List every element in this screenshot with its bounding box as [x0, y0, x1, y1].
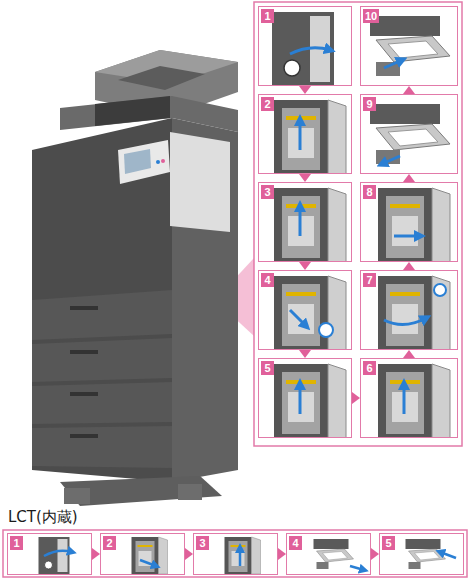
printer-illustration	[32, 50, 254, 506]
step-number: 3	[196, 536, 209, 550]
step-box: 3	[258, 182, 352, 262]
step-arrow	[403, 174, 415, 182]
step-box: 2	[100, 533, 185, 575]
step-box: 8	[360, 182, 458, 262]
step-arrow	[299, 86, 311, 94]
step-illustrations	[272, 12, 450, 438]
step-number: 7	[363, 273, 376, 287]
step-arrow	[299, 174, 311, 182]
step-number: 9	[363, 97, 376, 111]
step-arrow	[278, 548, 286, 560]
step-number: 4	[289, 536, 302, 550]
group-panel: LCT(内蔵) 1 2 3 4 5	[0, 508, 470, 580]
step-box: 10	[360, 6, 458, 86]
lct-illustrations	[39, 537, 457, 574]
step-arrow	[371, 548, 379, 560]
step-box: 6	[360, 358, 458, 438]
step-arrow	[185, 548, 193, 560]
step-arrow	[299, 262, 311, 270]
step-number: 1	[10, 536, 23, 550]
step-arrow	[92, 548, 100, 560]
step-arrow	[403, 86, 415, 94]
step-arrow	[403, 350, 415, 358]
step-box: 4	[286, 533, 371, 575]
step-arrow	[403, 262, 415, 270]
step-number: 5	[261, 361, 274, 375]
step-number: 1	[261, 9, 274, 23]
steps-panel	[254, 2, 462, 446]
step-number: 10	[363, 9, 379, 23]
step-box: 5	[258, 358, 352, 438]
step-number: 6	[363, 361, 376, 375]
step-box: 3	[193, 533, 278, 575]
step-number: 4	[261, 273, 274, 287]
step-arrow	[299, 350, 311, 358]
step-number: 5	[382, 536, 395, 550]
step-box: 4	[258, 270, 352, 350]
step-number: 2	[261, 97, 274, 111]
step-box: 1	[7, 533, 92, 575]
step-arrow	[352, 392, 360, 404]
step-number: 3	[261, 185, 274, 199]
lct-panel	[3, 530, 467, 577]
step-box: 1	[258, 6, 352, 86]
step-box: 9	[360, 94, 458, 174]
step-number: 8	[363, 185, 376, 199]
step-box: 2	[258, 94, 352, 174]
step-box: 7	[360, 270, 458, 350]
step-number: 2	[103, 536, 116, 550]
step-box: 5	[379, 533, 464, 575]
group-heading: LCT(内蔵)	[8, 508, 78, 526]
